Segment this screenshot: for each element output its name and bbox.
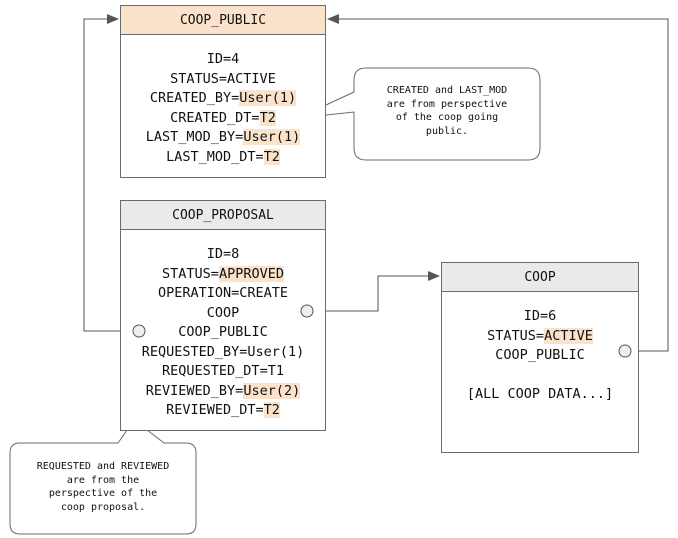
highlighted-value: T2 <box>263 148 280 165</box>
field-text: ID=6 <box>523 308 557 324</box>
coop-proposal-header: COOP_PROPOSAL <box>121 201 325 230</box>
field-text: COOP <box>206 304 240 321</box>
highlighted-value: User(2) <box>243 382 301 399</box>
field-line: REQUESTED_DT=T1 <box>121 362 325 382</box>
field-text: REVIEWED_DT= <box>166 402 264 418</box>
highlighted-value: User(1) <box>239 90 297 106</box>
field-text: LAST_MOD_BY= <box>145 129 244 145</box>
callout-requested-line: coop proposal. <box>60 501 146 513</box>
field-line: LAST_MOD_BY=User(1) <box>121 128 325 148</box>
connector-proposal-to-coop <box>308 271 440 312</box>
field-line: STATUS=ACTIVE <box>121 70 325 90</box>
callout-requested-line: REQUESTED and REVIEWED <box>36 461 170 472</box>
connector-coop-to-coop-public <box>327 14 669 352</box>
connector-proposal-to-coop-public <box>83 14 138 332</box>
coop-proposal-title: COOP_PROPOSAL <box>172 207 274 223</box>
callout-requested-bubble <box>9 419 197 535</box>
highlighted-value: T2 <box>263 402 280 418</box>
field-line: CREATED_BY=User(1) <box>121 89 325 109</box>
coop-header: COOP <box>442 263 638 292</box>
field-text: COOP_PUBLIC <box>495 347 585 363</box>
field-line: [ALL COOP DATA...] <box>442 385 638 405</box>
field-line: CREATED_DT=T2 <box>121 109 325 129</box>
coop-title: COOP <box>524 269 556 285</box>
field-text: ID=8 <box>206 246 240 262</box>
field-text: REQUESTED_DT=T1 <box>162 363 284 379</box>
field-line: LAST_MOD_DT=T2 <box>121 148 325 168</box>
field-text: [ALL COOP DATA...] <box>466 386 614 402</box>
field-line: REVIEWED_DT=T2 <box>121 401 325 421</box>
field-text: STATUS= <box>487 327 545 344</box>
port-proposal-coop[interactable] <box>300 304 314 318</box>
callout-requested-text: REQUESTED and REVIEWED are from the pers… <box>12 460 194 514</box>
field-line: COOP_PUBLIC <box>121 323 325 343</box>
field-text: COOP_PUBLIC <box>178 324 268 340</box>
highlighted-value: T2 <box>259 109 276 126</box>
field-text: CREATED_BY= <box>149 90 240 106</box>
field-text: OPERATION=CREATE <box>157 285 289 301</box>
field-line: ID=6 <box>442 307 638 327</box>
field-text: REQUESTED_BY=User(1) <box>141 343 305 360</box>
field-line: REVIEWED_BY=User(2) <box>121 382 325 402</box>
field-text: STATUS= <box>162 265 219 282</box>
callout-created-line: CREATED and LAST_MOD <box>386 85 508 96</box>
field-line: STATUS=APPROVED <box>121 265 325 285</box>
field-line: OPERATION=CREATE <box>121 284 325 304</box>
field-text: CREATED_DT= <box>170 109 260 126</box>
callout-created-text: CREATED and LAST_MOD are from perspectiv… <box>356 84 538 138</box>
field-text: STATUS=ACTIVE <box>170 70 276 87</box>
field-line: ID=8 <box>121 245 325 265</box>
field-line: REQUESTED_BY=User(1) <box>121 343 325 363</box>
callout-created-line: of the coop going <box>395 112 499 123</box>
field-text: REVIEWED_BY= <box>145 382 244 399</box>
coop-public-title: COOP_PUBLIC <box>179 12 267 28</box>
callout-requested-line: are from the <box>66 474 140 486</box>
callout-created-line: are from perspective <box>386 98 508 110</box>
field-text: LAST_MOD_DT= <box>166 148 264 165</box>
highlighted-value: User(1) <box>243 129 301 145</box>
callout-requested-line: perspective of the <box>48 488 158 499</box>
port-coop-coop-public[interactable] <box>618 344 632 358</box>
highlighted-value: ACTIVE <box>544 327 593 344</box>
field-line: ID=4 <box>121 50 325 70</box>
coop-public-header: COOP_PUBLIC <box>121 6 325 35</box>
field-text: ID=4 <box>206 51 240 67</box>
highlighted-value: APPROVED <box>218 265 284 282</box>
callout-created-bubble <box>297 67 541 161</box>
field-line: STATUS=ACTIVE <box>442 327 638 347</box>
callout-created-line: public. <box>425 125 469 137</box>
field-line: COOP <box>121 304 325 324</box>
port-proposal-coop-public[interactable] <box>132 324 146 338</box>
field-line: COOP_PUBLIC <box>442 346 638 366</box>
